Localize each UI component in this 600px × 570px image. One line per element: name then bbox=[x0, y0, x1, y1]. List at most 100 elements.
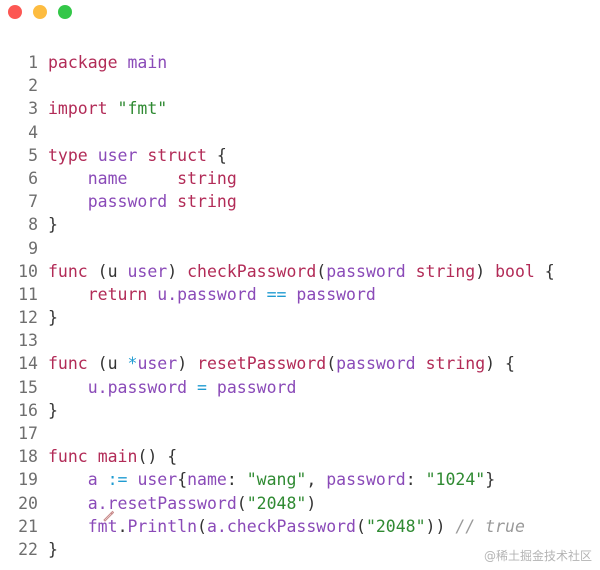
line-number: 20 bbox=[18, 493, 38, 513]
code-token: main bbox=[97, 447, 138, 467]
code-token: (u bbox=[87, 261, 128, 281]
code-token: user bbox=[137, 354, 178, 374]
line-number: 16 bbox=[18, 400, 38, 420]
code-token: } bbox=[48, 215, 58, 235]
code-token: } bbox=[48, 400, 58, 420]
line-number: 11 bbox=[18, 284, 38, 304]
code-token: return bbox=[87, 284, 148, 304]
code-token bbox=[257, 285, 267, 304]
code-line: 9 bbox=[0, 237, 600, 260]
line-code: package main bbox=[48, 51, 167, 74]
code-token: checkPassword bbox=[187, 261, 317, 281]
code-token: a.checkPassword bbox=[206, 516, 356, 536]
code-token: : bbox=[226, 470, 247, 490]
line-code: } bbox=[48, 306, 58, 329]
code-token: ( bbox=[197, 516, 207, 536]
code-line: 8} bbox=[0, 213, 600, 236]
code-token: () { bbox=[137, 447, 178, 467]
code-token bbox=[118, 53, 128, 72]
code-token: , bbox=[306, 470, 327, 490]
line-code: func (u *user) resetPassword(password st… bbox=[48, 352, 515, 375]
code-token: * bbox=[127, 354, 138, 374]
code-line: 4 bbox=[0, 121, 600, 144]
line-code: u.password = password bbox=[48, 376, 297, 399]
code-token: main bbox=[127, 53, 168, 72]
line-number: 3 bbox=[28, 99, 38, 119]
code-token: func bbox=[48, 261, 88, 281]
code-token bbox=[48, 285, 88, 304]
code-token: ( bbox=[356, 516, 366, 536]
line-code: fmt.Println(a.checkPassword("2048")) // … bbox=[48, 515, 525, 538]
pen-cursor-icon bbox=[103, 510, 114, 522]
code-line: 16} bbox=[0, 399, 600, 422]
minimize-button[interactable] bbox=[33, 5, 47, 19]
maximize-button[interactable] bbox=[58, 5, 72, 19]
code-line: 22} bbox=[0, 538, 600, 561]
line-code: } bbox=[48, 399, 58, 422]
line-code: name string bbox=[48, 167, 237, 190]
code-token bbox=[416, 354, 426, 373]
code-token: "2048" bbox=[365, 516, 426, 536]
code-line: 17 bbox=[0, 422, 600, 445]
code-token: } bbox=[485, 470, 496, 490]
line-code: func main() { bbox=[48, 445, 177, 468]
code-token: (u bbox=[87, 354, 128, 374]
code-token: user bbox=[137, 470, 178, 490]
code-token bbox=[108, 99, 118, 118]
code-line: 7 password string bbox=[0, 190, 600, 213]
code-token: import bbox=[48, 99, 108, 119]
code-token: ( bbox=[326, 354, 337, 374]
code-token: // true bbox=[455, 516, 525, 536]
line-number: 19 bbox=[18, 470, 38, 490]
code-token: ) bbox=[475, 261, 496, 281]
code-token: )) bbox=[425, 516, 456, 536]
line-number: 9 bbox=[28, 238, 38, 258]
line-code: a := user{name: "wang", password: "1024"… bbox=[48, 468, 495, 491]
code-token: } bbox=[48, 308, 58, 328]
code-line: 13 bbox=[0, 329, 600, 352]
code-token: password bbox=[87, 192, 168, 212]
line-number: 17 bbox=[18, 424, 38, 443]
code-token bbox=[88, 447, 98, 466]
code-token bbox=[128, 470, 138, 489]
code-token: string bbox=[415, 261, 476, 281]
code-line: 2 bbox=[0, 74, 600, 97]
line-code: a.resetPassword("2048") bbox=[48, 492, 317, 515]
code-token: string bbox=[177, 192, 237, 212]
code-token: u.password bbox=[157, 284, 257, 304]
code-token: ( bbox=[316, 261, 327, 281]
code-line: 12} bbox=[0, 306, 600, 329]
code-token: : bbox=[405, 470, 426, 490]
code-token: "1024" bbox=[425, 470, 486, 490]
code-line: 21 fmt.Println(a.checkPassword("2048")) … bbox=[0, 515, 600, 538]
code-token: user bbox=[97, 145, 138, 165]
code-token: u.password bbox=[87, 377, 188, 397]
code-token: { bbox=[177, 470, 188, 490]
line-number: 2 bbox=[28, 76, 38, 96]
code-token: } bbox=[48, 539, 58, 559]
code-token bbox=[48, 517, 88, 536]
code-token: ) bbox=[177, 354, 198, 374]
code-token bbox=[128, 169, 178, 188]
code-token: package bbox=[48, 53, 118, 72]
code-token bbox=[147, 285, 157, 304]
code-token: name bbox=[187, 470, 227, 490]
line-code: func (u user) checkPassword(password str… bbox=[48, 260, 555, 283]
code-token bbox=[48, 494, 88, 513]
line-number: 8 bbox=[28, 215, 38, 235]
code-token: a.resetPassword bbox=[87, 493, 237, 513]
code-token bbox=[207, 378, 217, 397]
code-token bbox=[406, 262, 416, 281]
code-token: resetPassword bbox=[197, 354, 327, 374]
code-line: 6 name string bbox=[0, 167, 600, 190]
code-token: ) { bbox=[485, 354, 515, 374]
close-button[interactable] bbox=[8, 5, 22, 19]
code-token: ) bbox=[306, 493, 317, 513]
